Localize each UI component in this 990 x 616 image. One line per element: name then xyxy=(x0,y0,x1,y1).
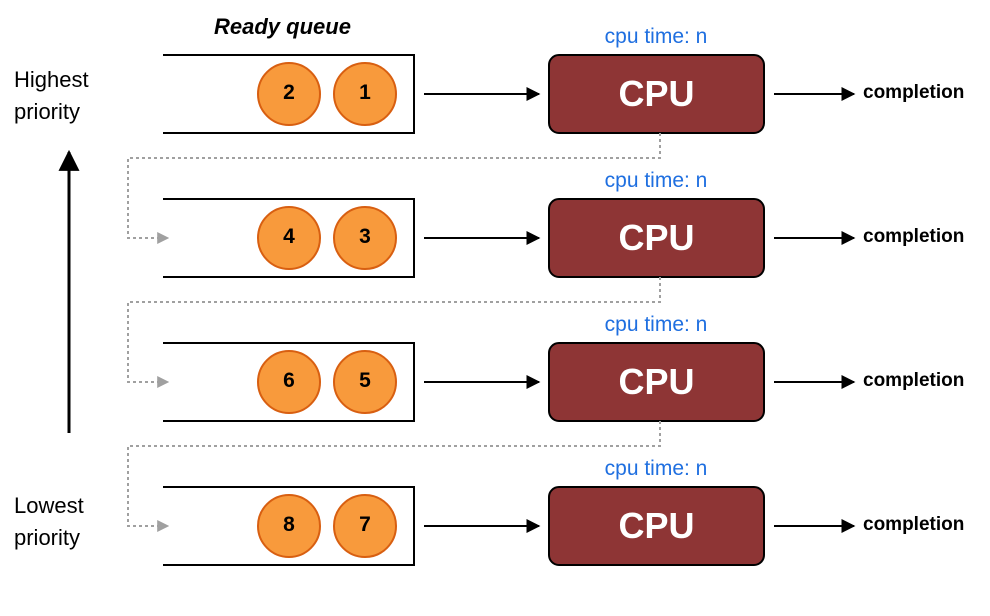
cpu-box xyxy=(548,54,765,134)
process-circle xyxy=(333,494,397,558)
cpu-time-label: cpu time: n xyxy=(604,169,708,192)
process-circle xyxy=(257,62,321,126)
demotion-path xyxy=(127,277,661,388)
ready-queue-box xyxy=(163,342,415,422)
process-circle xyxy=(333,62,397,126)
completion-label: completion xyxy=(863,226,965,247)
process-number: 7 xyxy=(359,513,371,536)
highest-label-line2: priority xyxy=(14,99,81,124)
cpu-box xyxy=(548,198,765,278)
cpu-box xyxy=(548,486,765,566)
lowest-label-line2: priority xyxy=(14,525,81,550)
process-number: 4 xyxy=(283,225,295,248)
process-number: 3 xyxy=(359,225,371,248)
cpu-time-label: cpu time: n xyxy=(604,25,708,48)
lowest-priority-label: Lowest priority xyxy=(14,490,84,554)
ready-queue-box xyxy=(163,54,415,134)
process-circle xyxy=(333,350,397,414)
process-circle xyxy=(333,206,397,270)
completion-label: completion xyxy=(863,370,965,391)
process-number: 8 xyxy=(283,513,295,536)
ready-queue-box xyxy=(163,198,415,278)
process-circle xyxy=(257,206,321,270)
process-number: 1 xyxy=(359,81,371,104)
ready-queue-title: Ready queue xyxy=(214,14,351,39)
demotion-path xyxy=(127,133,661,244)
process-number: 2 xyxy=(283,81,295,104)
cpu-time-label: cpu time: n xyxy=(604,457,708,480)
demotion-path xyxy=(127,421,661,532)
completion-label: completion xyxy=(863,514,965,535)
cpu-box xyxy=(548,342,765,422)
cpu-label: CPU xyxy=(618,505,695,546)
cpu-label: CPU xyxy=(618,73,695,114)
completion-label: completion xyxy=(863,82,965,103)
process-number: 5 xyxy=(359,369,371,392)
lowest-label-line1: Lowest xyxy=(14,493,84,518)
cpu-label: CPU xyxy=(618,217,695,258)
ready-queue-box xyxy=(163,486,415,566)
process-circle xyxy=(257,494,321,558)
highest-priority-label: Highest priority xyxy=(14,64,89,128)
highest-label-line1: Highest xyxy=(14,67,89,92)
cpu-label: CPU xyxy=(618,361,695,402)
process-circle xyxy=(257,350,321,414)
cpu-time-label: cpu time: n xyxy=(604,313,708,336)
process-number: 6 xyxy=(283,369,295,392)
